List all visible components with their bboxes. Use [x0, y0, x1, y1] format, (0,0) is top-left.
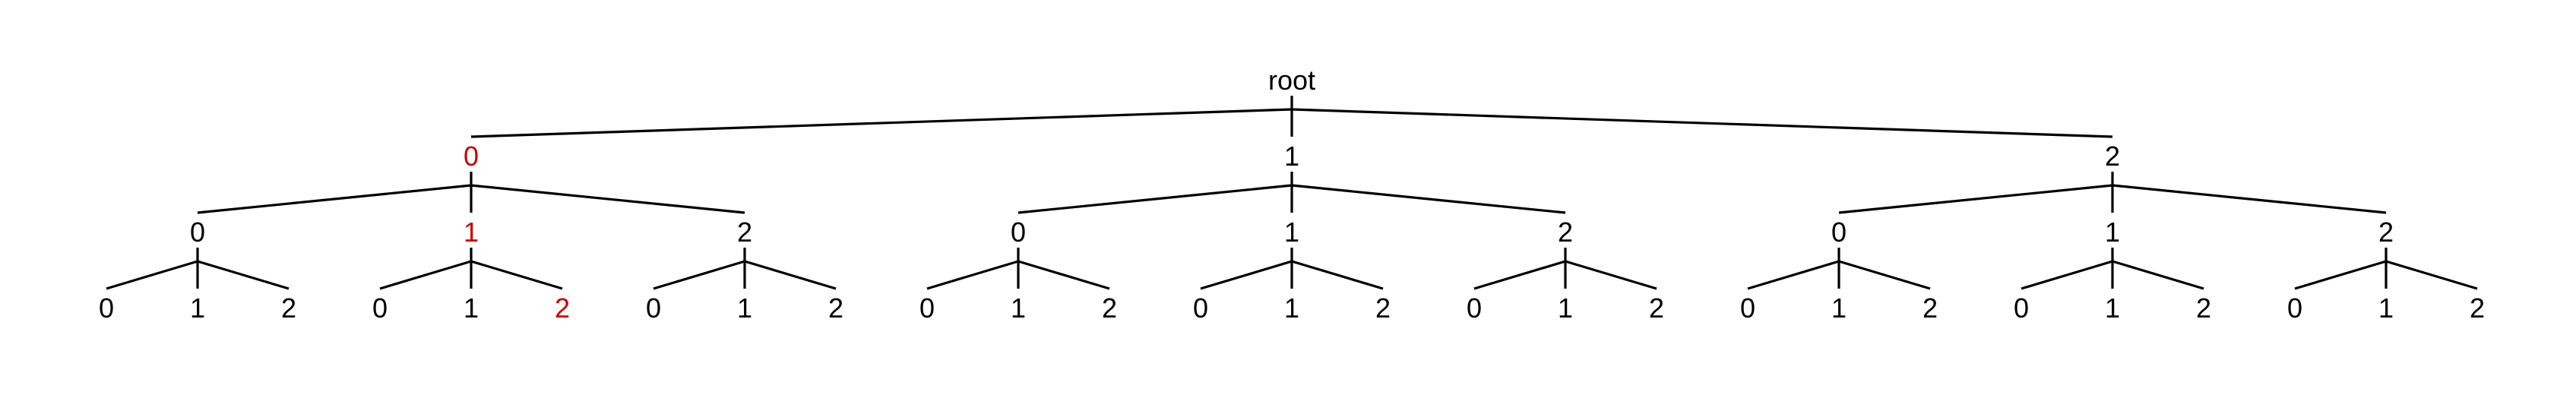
- tree-node-2-1: 1: [2105, 216, 2120, 248]
- tree-node-1-0-1: 1: [1011, 292, 1026, 324]
- edge-1-2-to-1-2-2: [1565, 260, 1657, 290]
- edge-0-0-to-0-0-2: [197, 260, 290, 290]
- tree-node-2-2-0: 0: [2287, 292, 2302, 324]
- tree-node-1-2: 2: [1558, 216, 1573, 248]
- edge-root-to-2: [1291, 108, 2113, 138]
- edge-0-2-to-0-2-2: [744, 260, 837, 290]
- tree-node-0-2-2: 2: [828, 292, 843, 324]
- tree-node-0-1-2: 2: [555, 292, 570, 324]
- edge-2-to-2-2: [2112, 184, 2387, 214]
- edge-2-0-to-2-0-2: [1838, 260, 1931, 290]
- tree-node-0-2: 2: [737, 216, 752, 248]
- tree-node-2-2: 2: [2378, 216, 2394, 248]
- edge-0-2-to-0-2-0: [653, 260, 745, 290]
- edge-1-1-to-1-1-2: [1291, 260, 1384, 290]
- tree-node-1: 1: [1284, 141, 1299, 172]
- tree-node-1-0-0: 0: [919, 292, 935, 324]
- edge-2-2-to-2-2-2: [2385, 260, 2478, 290]
- edge-2-0-to-2-0-0: [1747, 260, 1840, 290]
- edge-1-0-to-1-0-2: [1017, 260, 1110, 290]
- edge-1-0-to-1-0-0: [926, 260, 1019, 290]
- label-layer: root 0 0 0 1 2 1 0 1 2 2 0 1 2 1 0 0 1 2 1 0 1 2 2 0 1 2 2 0 0 1 2 1 0 1 2 2…: [99, 65, 2485, 324]
- tree-node-1-0-2: 2: [1102, 292, 1117, 324]
- tree-node-0-0-1: 1: [190, 292, 205, 324]
- tree-node-0: 0: [464, 141, 479, 172]
- tree-node-2-1-2: 2: [2196, 292, 2211, 324]
- tree-node-1-1-0: 0: [1193, 292, 1208, 324]
- edge-1-1-to-1-1-0: [1200, 260, 1293, 290]
- tree-node-2-1-1: 1: [2105, 292, 2120, 324]
- tree-node-0-0: 0: [190, 216, 205, 248]
- tree-node-1-2-1: 1: [1558, 292, 1573, 324]
- tree-node-2-0-1: 1: [1831, 292, 1847, 324]
- tree-node-0-2-1: 1: [737, 292, 752, 324]
- edge-root-to-0: [470, 108, 1293, 138]
- edge-2-to-2-0: [1838, 184, 2113, 214]
- tree-node-root: root: [1268, 65, 1315, 96]
- edge-0-to-0-2: [470, 184, 745, 214]
- edge-1-to-1-0: [1017, 184, 1293, 214]
- tree-node-0-1-0: 0: [372, 292, 388, 324]
- tree-node-2-2-2: 2: [2470, 292, 2485, 324]
- edge-2-1-to-2-1-2: [2112, 260, 2204, 290]
- tree-node-1-2-2: 2: [1649, 292, 1664, 324]
- edge-1-to-1-2: [1291, 184, 1566, 214]
- tree-node-0-2-0: 0: [646, 292, 661, 324]
- edge-0-1-to-0-1-2: [470, 260, 563, 290]
- tree-node-1-1-1: 1: [1284, 292, 1299, 324]
- edge-2-2-to-2-2-0: [2294, 260, 2387, 290]
- tree-node-1-0: 0: [1011, 216, 1026, 248]
- tree-node-2-0-0: 0: [1740, 292, 1755, 324]
- edge-1-2-to-1-2-0: [1473, 260, 1566, 290]
- tree-node-2-0-2: 2: [1923, 292, 1938, 324]
- tree-node-0-0-2: 2: [281, 292, 296, 324]
- tree-node-2-1-0: 0: [2014, 292, 2029, 324]
- tree-node-0-1-1: 1: [464, 292, 479, 324]
- tree-node-1-1: 1: [1284, 216, 1299, 248]
- edge-0-0-to-0-0-0: [106, 260, 198, 290]
- edge-0-to-0-0: [197, 184, 472, 214]
- edge-2-1-to-2-1-0: [2021, 260, 2113, 290]
- tree-node-1-2-0: 0: [1467, 292, 1482, 324]
- tree-node-0-1: 1: [464, 216, 479, 248]
- tree-node-1-1-2: 2: [1375, 292, 1391, 324]
- edge-0-1-to-0-1-0: [379, 260, 472, 290]
- edge-layer: [106, 96, 2478, 290]
- tree-node-0-0-0: 0: [99, 292, 114, 324]
- tree-node-2: 2: [2105, 141, 2120, 172]
- tree-node-2-0: 0: [1831, 216, 1847, 248]
- tree-node-2-2-1: 1: [2378, 292, 2394, 324]
